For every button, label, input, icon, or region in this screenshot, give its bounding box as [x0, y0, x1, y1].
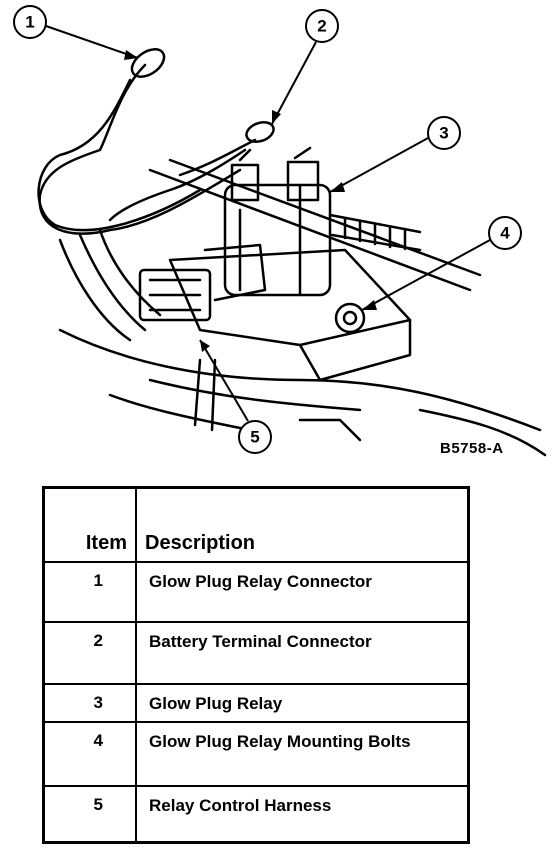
callout-5-label: 5: [250, 428, 259, 447]
relay-post-right: [286, 160, 320, 202]
legend-item-description: Battery Terminal Connector: [135, 621, 470, 685]
legend-header-row: Item Description: [42, 486, 470, 563]
legend-item-description: Relay Control Harness: [135, 785, 470, 844]
relay-control-harness-connector: [138, 268, 212, 322]
leader-1: [45, 25, 139, 59]
relay-connector-cable: [38, 63, 242, 235]
relay-mounting-bracket: [168, 248, 412, 347]
legend-item-description: Glow Plug Relay: [135, 683, 470, 723]
mounting-bolt: [334, 302, 366, 334]
legend-item-description: Glow Plug Relay Mounting Bolts: [135, 721, 470, 787]
legend-item-number: 4: [42, 721, 137, 787]
callout-5: [238, 420, 272, 454]
legend-row: 3 Glow Plug Relay: [42, 683, 470, 723]
callout-3: [427, 116, 461, 150]
figure-code: B5758-A: [440, 440, 504, 457]
legend-row: 5 Relay Control Harness: [42, 785, 470, 844]
leader-5: [199, 339, 249, 422]
legend-row: 4 Glow Plug Relay Mounting Bolts: [42, 721, 470, 787]
callout-1: [13, 5, 47, 39]
legend-item-number: 1: [42, 561, 137, 623]
battery-terminal-cable: [108, 148, 247, 222]
callout-1-label: 1: [25, 13, 34, 32]
callout-4-label: 4: [500, 224, 510, 243]
legend-item-number: 2: [42, 621, 137, 685]
legend-row: 1 Glow Plug Relay Connector: [42, 561, 470, 623]
legend-item-number: 3: [42, 683, 137, 723]
leader-2: [271, 41, 317, 125]
relay-post-left: [230, 163, 260, 202]
legend-row: 2 Battery Terminal Connector: [42, 621, 470, 685]
header-description: Description: [135, 486, 470, 563]
leader-3: [329, 137, 429, 193]
legend-table: Item Description 1 Glow Plug Relay Conne…: [42, 486, 470, 844]
glow-plug-relay-body: [223, 183, 332, 297]
callout-2: [305, 9, 339, 43]
legend-item-description: Glow Plug Relay Connector: [135, 561, 470, 623]
engine-outline: [58, 328, 542, 432]
cable-end-terminal-1: [130, 48, 166, 78]
callout-4: [488, 216, 522, 250]
leader-4: [361, 239, 491, 311]
legend-item-number: 5: [42, 785, 137, 844]
callout-2-label: 2: [317, 17, 326, 36]
cable-end-terminal-2: [245, 121, 275, 143]
header-item: Item: [42, 486, 137, 563]
glow-plug-relay-illustration: 1 2 3 4 5: [13, 5, 547, 457]
callout-3-label: 3: [439, 124, 448, 143]
